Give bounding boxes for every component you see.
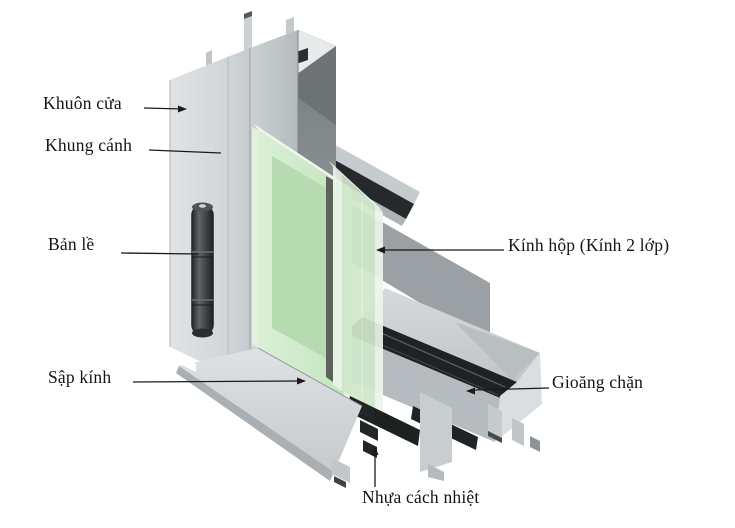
glass-pane-front bbox=[329, 161, 383, 415]
leader-lines bbox=[120, 105, 550, 487]
label-frame: Khuôn cửa bbox=[43, 93, 122, 113]
glass-unit bbox=[252, 124, 383, 415]
label-thermal-break: Nhựa cách nhiệt bbox=[362, 487, 480, 507]
gasket-channel bbox=[345, 317, 517, 398]
sash-bottom-profile bbox=[348, 392, 452, 481]
hinge bbox=[191, 202, 214, 338]
label-gasket: Gioăng chặn bbox=[552, 372, 644, 392]
glazing-bed-sill bbox=[176, 347, 363, 488]
label-hinge: Bản lề bbox=[48, 234, 95, 254]
label-sash: Khung cánh bbox=[45, 135, 133, 155]
label-glazing-bed: Sập kính bbox=[48, 367, 112, 387]
label-insulated-glass: Kính hộp (Kính 2 lớp) bbox=[508, 235, 670, 255]
